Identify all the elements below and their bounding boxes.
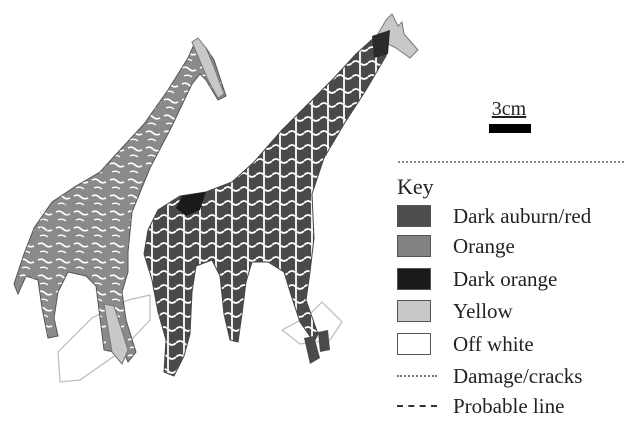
key-separator xyxy=(398,161,624,163)
legend-label: Dark auburn/red xyxy=(453,203,591,229)
legend-label: Orange xyxy=(453,233,515,259)
legend-label: Yellow xyxy=(453,298,513,324)
right-giraffe-hoof xyxy=(318,330,330,352)
key-item-damage-cracks: Damage/cracks xyxy=(397,362,582,390)
key-item-dark-orange: Dark orange xyxy=(397,265,557,293)
legend-label: Dark orange xyxy=(453,266,557,292)
legend-dashed-line xyxy=(397,405,437,407)
key-item-yellow: Yellow xyxy=(397,297,513,325)
legend-label: Probable line xyxy=(453,393,564,419)
legend-swatch xyxy=(397,205,431,227)
right-giraffe-hoof xyxy=(304,336,320,364)
scale-bar xyxy=(489,124,531,133)
key-item-probable-line: Probable line xyxy=(397,392,564,420)
scale-label: 3cm xyxy=(484,98,534,120)
legend-label: Off white xyxy=(453,331,534,357)
legend-dotted-line xyxy=(397,375,437,377)
legend-swatch xyxy=(397,268,431,290)
right-giraffe-head-shade xyxy=(372,30,390,58)
legend-swatch xyxy=(397,235,431,257)
key-item-dark-auburn: Dark auburn/red xyxy=(397,202,591,230)
key-item-off-white: Off white xyxy=(397,330,534,358)
legend-swatch xyxy=(397,333,431,355)
legend-swatch xyxy=(397,300,431,322)
legend-label: Damage/cracks xyxy=(453,363,582,389)
key-item-orange: Orange xyxy=(397,232,515,260)
key-title: Key xyxy=(397,174,434,200)
